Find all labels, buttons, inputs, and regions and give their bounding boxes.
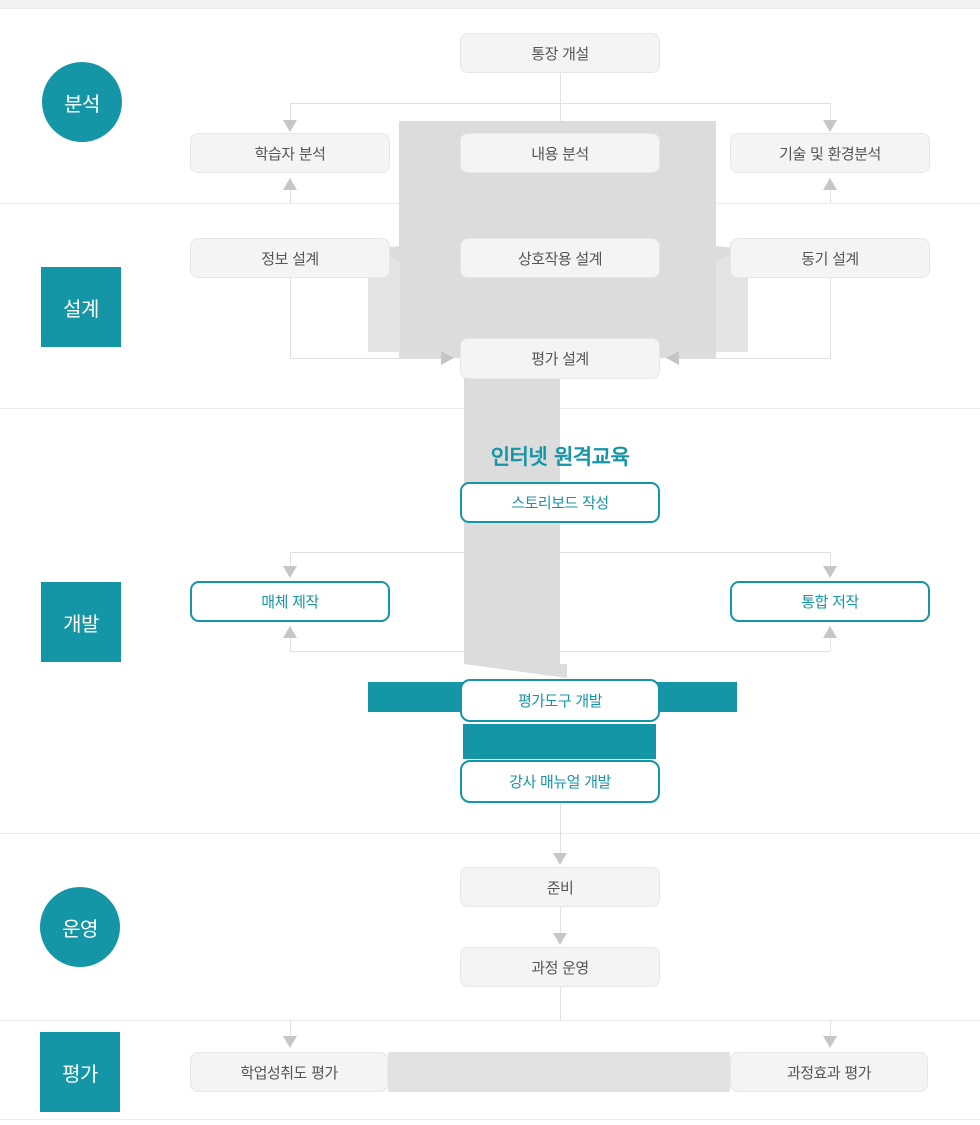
node-preparation: 준비 [460, 867, 660, 907]
connector-line [290, 358, 442, 359]
connector-line [290, 103, 291, 120]
connector-line [290, 278, 291, 358]
stage-label: 분석 [64, 91, 100, 116]
node-motivation-design: 동기 설계 [730, 238, 930, 278]
node-storyboard-writing: 스토리보드 작성 [460, 482, 660, 523]
node-account-opening: 통장 개설 [460, 33, 660, 73]
connector-line [560, 73, 561, 121]
connector-line [830, 1020, 831, 1036]
stage-development: 개발 [41, 582, 121, 662]
connector-line [830, 637, 831, 651]
arrowhead-up-icon [283, 178, 297, 190]
stage-label: 운영 [62, 916, 98, 941]
connector-line [560, 803, 561, 853]
connector-line [290, 190, 291, 203]
section-divider [0, 1020, 980, 1021]
arrowhead-up-icon [823, 178, 837, 190]
connector-line [290, 552, 830, 553]
connector-line [830, 278, 831, 358]
connector-line [290, 103, 830, 104]
section-divider [0, 833, 980, 834]
connector-line [679, 358, 831, 359]
node-achievement-evaluation: 학업성취도 평가 [190, 1052, 388, 1092]
connector-line [290, 552, 291, 567]
arrowhead-down-icon [553, 933, 567, 945]
arrowhead-down-icon [823, 566, 837, 578]
node-media-production: 매체 제작 [190, 581, 390, 622]
arrowhead-up-icon [283, 626, 297, 638]
arrowhead-down-icon [553, 853, 567, 865]
arrowhead-down-icon [823, 1036, 837, 1048]
arrowhead-down-icon [283, 120, 297, 132]
node-evaluation-design: 평가 설계 [460, 338, 660, 379]
node-course-effect-evaluation: 과정효과 평가 [730, 1052, 928, 1092]
teal-block [463, 724, 656, 759]
arrowhead-down-icon [823, 120, 837, 132]
stage-design: 설계 [41, 267, 121, 347]
node-learner-analysis: 학습자 분석 [190, 133, 390, 173]
node-evaluation-tool-development: 평가도구 개발 [460, 679, 660, 722]
connector-line [290, 637, 291, 651]
stage-label: 개발 [63, 611, 99, 636]
node-tech-env-analysis: 기술 및 환경분석 [730, 133, 930, 173]
node-instructor-manual-development: 강사 매뉴얼 개발 [460, 760, 660, 803]
arrowhead-down-icon [283, 1036, 297, 1048]
section-divider [0, 8, 980, 9]
connector-line [560, 907, 561, 933]
internet-remote-education-title: 인터넷 원격교육 [490, 445, 630, 469]
stage-label: 평가 [62, 1061, 98, 1086]
flow-band-bottom [388, 1052, 730, 1092]
arrowhead-right-icon [441, 351, 454, 365]
node-interaction-design: 상호작용 설계 [460, 238, 660, 278]
stage-analysis: 분석 [42, 62, 122, 142]
connector-line [560, 987, 561, 1020]
connector-line [290, 1020, 291, 1036]
top-strip [0, 0, 980, 8]
stage-evaluation: 평가 [40, 1032, 120, 1112]
flow-band-tip [464, 664, 567, 678]
node-info-design: 정보 설계 [190, 238, 390, 278]
connector-line [830, 103, 831, 120]
stage-label: 설계 [63, 296, 99, 321]
arrowhead-up-icon [823, 626, 837, 638]
stage-operation: 운영 [40, 887, 120, 967]
connector-line [830, 552, 831, 567]
node-course-operation: 과정 운영 [460, 947, 660, 987]
node-content-analysis: 내용 분석 [460, 133, 660, 173]
section-divider [0, 1119, 980, 1120]
connector-line [830, 190, 831, 203]
connector-line [290, 651, 830, 652]
node-integrated-authoring: 통합 저작 [730, 581, 930, 622]
arrowhead-down-icon [283, 566, 297, 578]
arrowhead-left-icon [666, 351, 679, 365]
